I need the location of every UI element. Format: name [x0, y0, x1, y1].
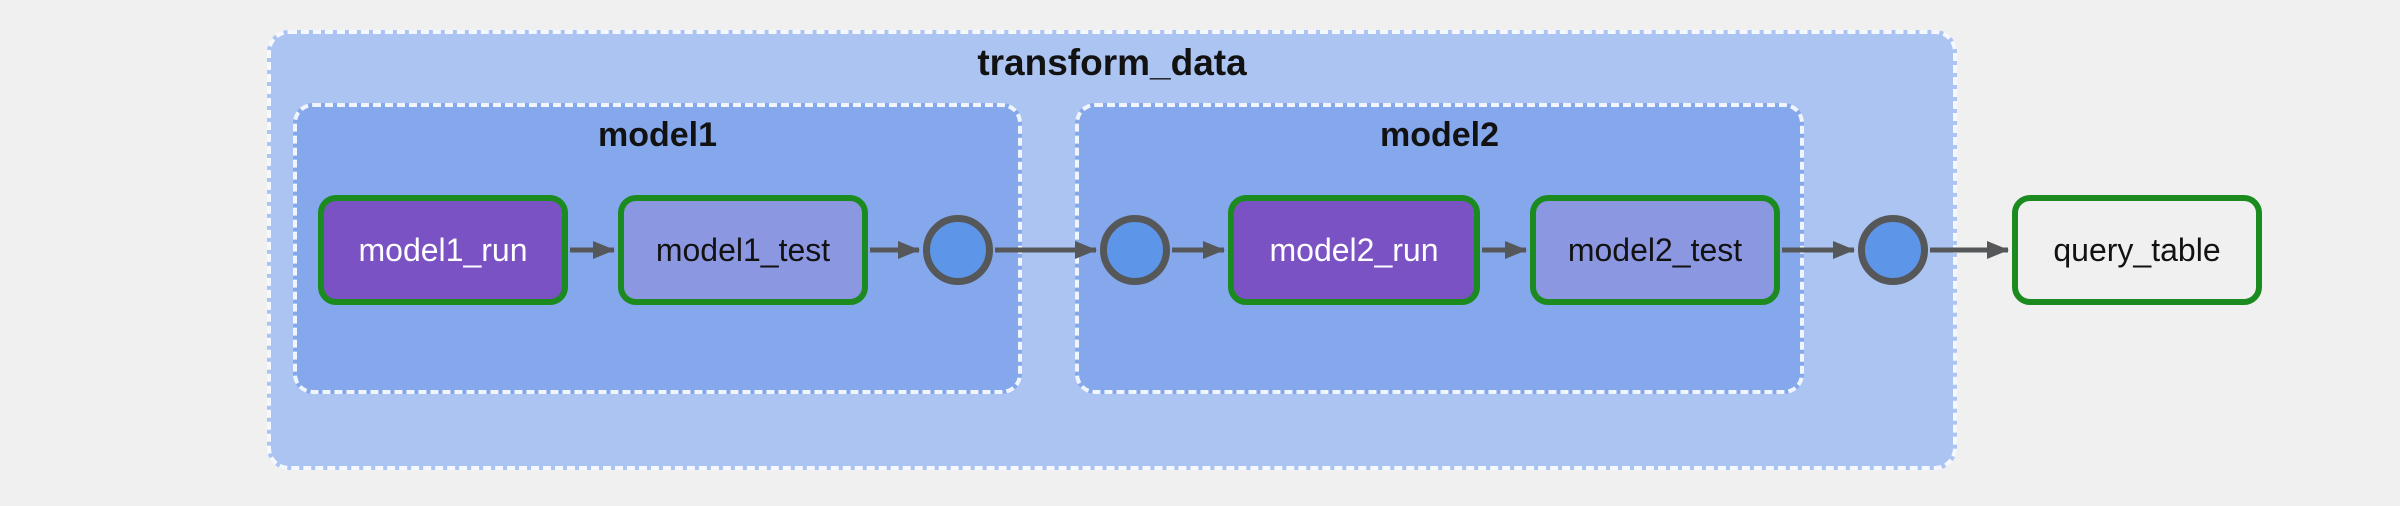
task-node-model2-test-label: model2_test	[1567, 231, 1743, 268]
task-node-model2-test[interactable]: model2_test	[1530, 195, 1780, 305]
task-node-model1-run-label: model1_run	[358, 231, 528, 268]
task-node-model2-run-label: model2_run	[1269, 231, 1439, 268]
task-node-query-table-label: query_table	[2053, 231, 2221, 268]
task-group-model2-label: model2	[1379, 116, 1500, 154]
model2-join-node-circle[interactable]	[1858, 215, 1928, 285]
model2-input-node-circle[interactable]	[1100, 215, 1170, 285]
task-node-model2-run[interactable]: model2_run	[1228, 195, 1480, 305]
task-node-model1-test-label: model1_test	[655, 231, 831, 268]
task-group-model1-label: model1	[597, 116, 718, 154]
model1-join-node-circle[interactable]	[923, 215, 993, 285]
task-node-model1-test[interactable]: model1_test	[618, 195, 868, 305]
task-group-transform-data-label: transform_data	[977, 42, 1247, 83]
task-node-model1-run[interactable]: model1_run	[318, 195, 568, 305]
task-node-query-table[interactable]: query_table	[2012, 195, 2262, 305]
